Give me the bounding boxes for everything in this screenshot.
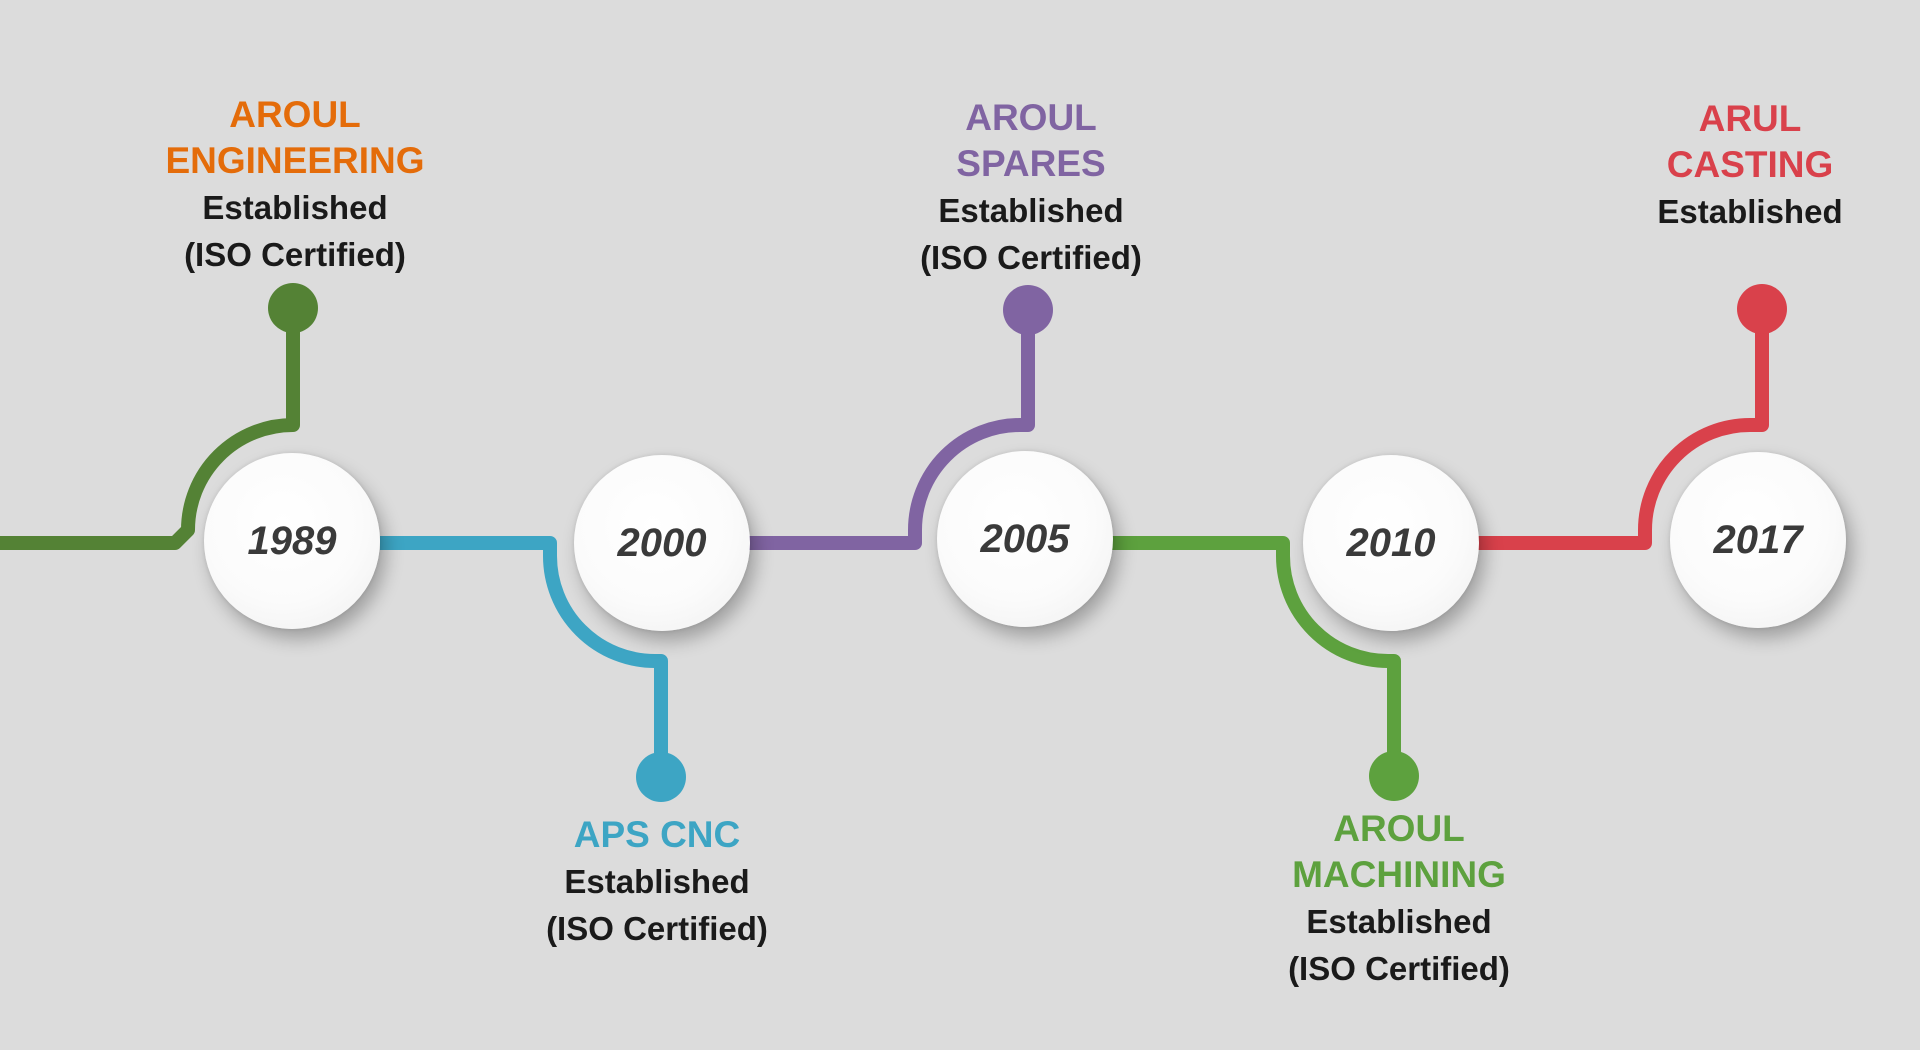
timeline-line-2000 [380, 536, 668, 758]
year-circle-2010: 2010 [1303, 455, 1479, 631]
milestone-status: Established [202, 189, 388, 226]
milestone-status: Established [564, 863, 750, 900]
milestone-name-line1: ARUL [1698, 98, 1802, 139]
milestone-name-line1: APS CNC [573, 814, 741, 855]
timeline-dot-2000 [636, 752, 686, 802]
milestone-name-line2: ENGINEERING [165, 140, 425, 181]
milestone-aps-cnc: APS CNC Established (ISO Certified) [447, 812, 867, 952]
milestone-name-line1: AROUL [1333, 808, 1465, 849]
milestone-name-line1: AROUL [229, 94, 361, 135]
milestone-aroul-spares: AROUL SPARES Established (ISO Certified) [821, 95, 1241, 281]
timeline-line-2017 [1478, 330, 1769, 550]
milestone-status: Established [938, 192, 1124, 229]
timeline-dot-2005 [1003, 285, 1053, 335]
year-label: 2005 [980, 516, 1070, 561]
year-label: 2000 [617, 520, 707, 565]
milestone-name-line2: MACHINING [1292, 854, 1506, 895]
milestone-status: Established [1657, 193, 1843, 230]
year-label: 2017 [1713, 517, 1803, 562]
milestone-arul-casting: ARUL CASTING Established [1540, 96, 1920, 235]
timeline-line-2010 [1112, 536, 1401, 755]
milestone-name-line1: AROUL [965, 97, 1097, 138]
milestone-aroul-engineering: AROUL ENGINEERING Established (ISO Certi… [85, 92, 505, 278]
year-label: 2010 [1346, 520, 1436, 565]
year-label: 1989 [247, 518, 337, 563]
milestone-status: Established [1306, 903, 1492, 940]
timeline-dot-1989 [268, 283, 318, 333]
timeline-line-2005 [745, 330, 1035, 550]
year-circle-2005: 2005 [937, 451, 1113, 627]
milestone-aroul-machining: AROUL MACHINING Established (ISO Certifi… [1189, 806, 1609, 992]
milestone-certification: (ISO Certified) [546, 910, 768, 947]
year-circle-2000: 2000 [574, 455, 750, 631]
timeline-line-1989 [0, 318, 300, 550]
milestone-certification: (ISO Certified) [184, 236, 406, 273]
year-circle-2017: 2017 [1670, 452, 1846, 628]
milestone-certification: (ISO Certified) [920, 239, 1142, 276]
year-circle-1989: 1989 [204, 453, 380, 629]
timeline-dot-2010 [1369, 751, 1419, 801]
milestone-certification: (ISO Certified) [1288, 950, 1510, 987]
milestone-name-line2: SPARES [956, 143, 1106, 184]
timeline-dot-2017 [1737, 284, 1787, 334]
milestone-name-line2: CASTING [1666, 144, 1834, 185]
